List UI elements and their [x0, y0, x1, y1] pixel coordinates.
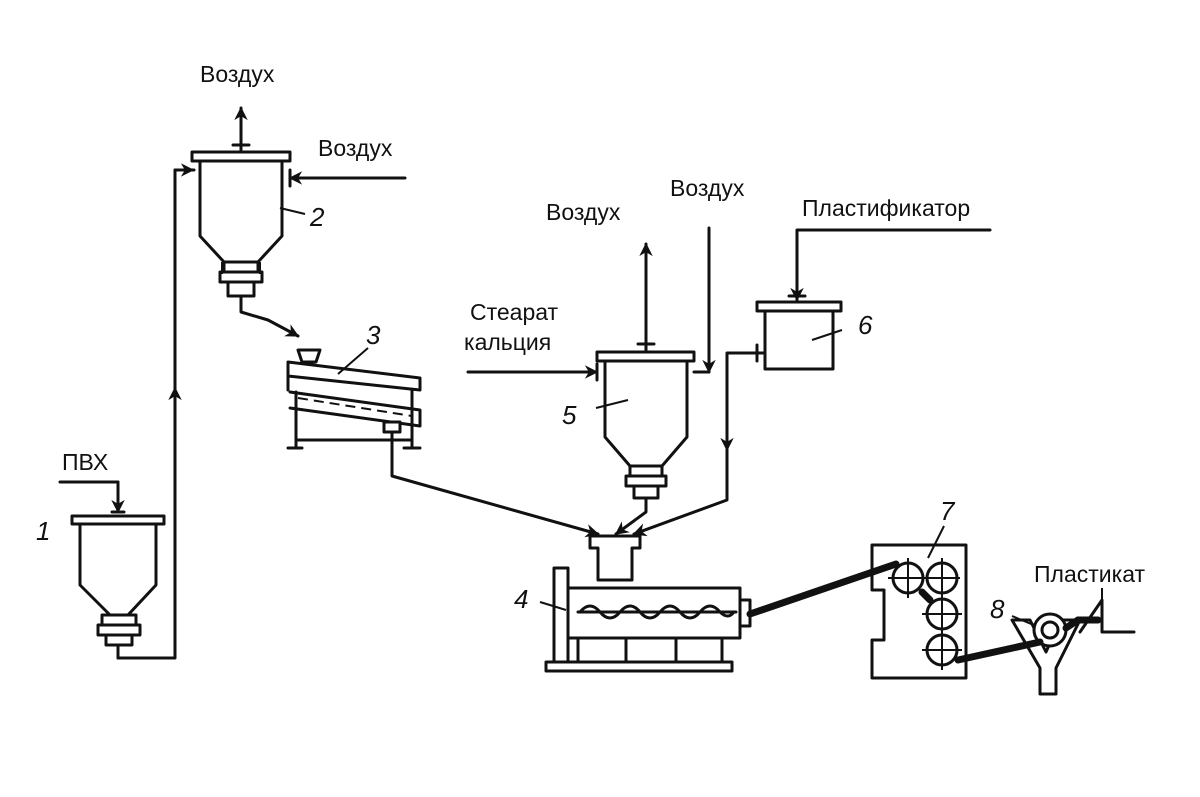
number-3: 3: [366, 320, 381, 350]
number-8: 8: [990, 594, 1005, 624]
line-3-to-4: [390, 446, 600, 538]
winder-8: [1010, 612, 1082, 696]
number-7: 7: [940, 496, 956, 526]
hopper-2: [190, 150, 292, 298]
hopper-1: [70, 514, 166, 660]
label-stearate-1: Стеарат: [470, 299, 559, 325]
product-out: [1078, 598, 1136, 634]
label-air-in-2: Воздух: [318, 135, 393, 161]
number-4: 4: [514, 584, 528, 614]
label-pvc: ПВХ: [62, 449, 108, 475]
number-6: 6: [858, 310, 873, 340]
extruder-4: [544, 534, 752, 673]
tank-6: [755, 300, 843, 371]
label-air-in-5: Воздух: [670, 175, 745, 201]
vibrating-screen-3: [286, 348, 422, 450]
label-plasticizer: Пластификатор: [802, 195, 970, 221]
calender-7: [870, 543, 968, 680]
film-tape: [746, 560, 1102, 664]
number-2: 2: [309, 202, 325, 232]
number-5: 5: [562, 400, 577, 430]
hopper-5: [595, 350, 696, 500]
label-stearate-2: кальция: [464, 329, 551, 355]
label-air-top: Воздух: [200, 61, 275, 87]
line-2-to-3: [239, 294, 300, 338]
plasticizer-feed-arrow: [790, 228, 992, 302]
label-plastikat: Пластикат: [1034, 561, 1145, 587]
number-1: 1: [36, 516, 50, 546]
line-5-to-4: [614, 496, 648, 536]
label-air-out-5: Воздух: [546, 199, 621, 225]
